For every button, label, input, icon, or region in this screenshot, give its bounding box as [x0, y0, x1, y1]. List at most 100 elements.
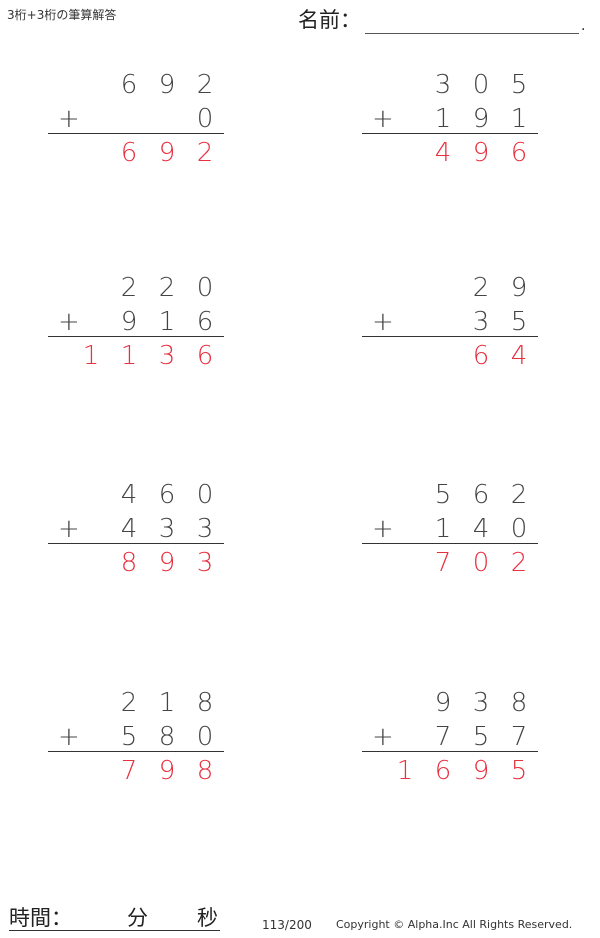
bottom-digit: 1 [510, 104, 528, 134]
sum-line [362, 133, 538, 134]
plus-sign: + [372, 307, 394, 337]
plus-sign: + [58, 104, 80, 134]
top-digit: 9 [510, 273, 528, 303]
bottom-digit: 0 [196, 104, 214, 134]
plus-sign: + [58, 514, 80, 544]
bottom-digit: 7 [510, 722, 528, 752]
bottom-digit: 0 [196, 722, 214, 752]
top-digit: 3 [434, 70, 452, 100]
bottom-digit [424, 307, 462, 337]
answer-digit: 0 [472, 548, 490, 578]
top-digit: 2 [158, 273, 176, 303]
top-digit: 6 [120, 70, 138, 100]
answer-digit [72, 138, 110, 168]
top-digit [72, 273, 110, 303]
sum-line [48, 336, 224, 337]
bottom-digit: 9 [120, 307, 138, 337]
bottom-digit: 5 [120, 722, 138, 752]
answer-digit: 7 [120, 756, 138, 786]
top-digit: 9 [158, 70, 176, 100]
bottom-digit [148, 104, 186, 134]
top-digit [386, 480, 424, 510]
answer-digit: 6 [510, 138, 528, 168]
top-digit: 2 [510, 480, 528, 510]
top-digit: 0 [196, 273, 214, 303]
top-digit [424, 273, 462, 303]
answer-digit [386, 341, 424, 371]
answer-digit: 3 [158, 341, 176, 371]
sum-line [48, 751, 224, 752]
answer-digit: 9 [158, 756, 176, 786]
sum-line [362, 336, 538, 337]
top-digit: 8 [510, 688, 528, 718]
seconds-label: 秒 [197, 906, 218, 930]
top-digit: 9 [434, 688, 452, 718]
name-field: 名前： . [298, 4, 585, 34]
top-digit: 6 [472, 480, 490, 510]
sum-line [362, 751, 538, 752]
top-digit [386, 688, 424, 718]
answer-digit [72, 548, 110, 578]
answer-digit: 1 [120, 341, 138, 371]
sum-line [48, 133, 224, 134]
answer-digit: 9 [472, 138, 490, 168]
top-digit: 5 [434, 480, 452, 510]
bottom-digit: 1 [434, 104, 452, 134]
time-label: 時間： [9, 906, 72, 930]
answer-digit: 1 [82, 341, 100, 371]
top-digit: 3 [472, 688, 490, 718]
answer-digit: 9 [158, 138, 176, 168]
bottom-digit: 5 [510, 307, 528, 337]
top-digit: 5 [510, 70, 528, 100]
bottom-digit: 3 [196, 514, 214, 544]
answer-digit: 6 [434, 756, 452, 786]
answer-digit: 6 [120, 138, 138, 168]
page-number: 113/200 [262, 918, 312, 932]
answer-digit: 3 [196, 548, 214, 578]
bottom-digit: 3 [472, 307, 490, 337]
bottom-digit: 1 [434, 514, 452, 544]
bottom-digit: 5 [472, 722, 490, 752]
top-digit: 2 [120, 273, 138, 303]
answer-digit: 1 [396, 756, 414, 786]
top-digit: 0 [472, 70, 490, 100]
bottom-digit: 3 [158, 514, 176, 544]
time-field: 時間： 分 秒 [9, 902, 220, 931]
top-digit: 4 [120, 480, 138, 510]
minutes-label: 分 [127, 906, 148, 930]
top-digit: 2 [472, 273, 490, 303]
bottom-digit: 1 [158, 307, 176, 337]
plus-sign: + [372, 722, 394, 752]
answer-digit [386, 138, 424, 168]
top-digit: 0 [196, 480, 214, 510]
bottom-digit: 4 [120, 514, 138, 544]
plus-sign: + [58, 722, 80, 752]
name-input-line[interactable] [365, 11, 579, 34]
answer-digit [424, 341, 462, 371]
plus-sign: + [372, 514, 394, 544]
answer-digit: 2 [196, 138, 214, 168]
answer-digit: 8 [196, 756, 214, 786]
